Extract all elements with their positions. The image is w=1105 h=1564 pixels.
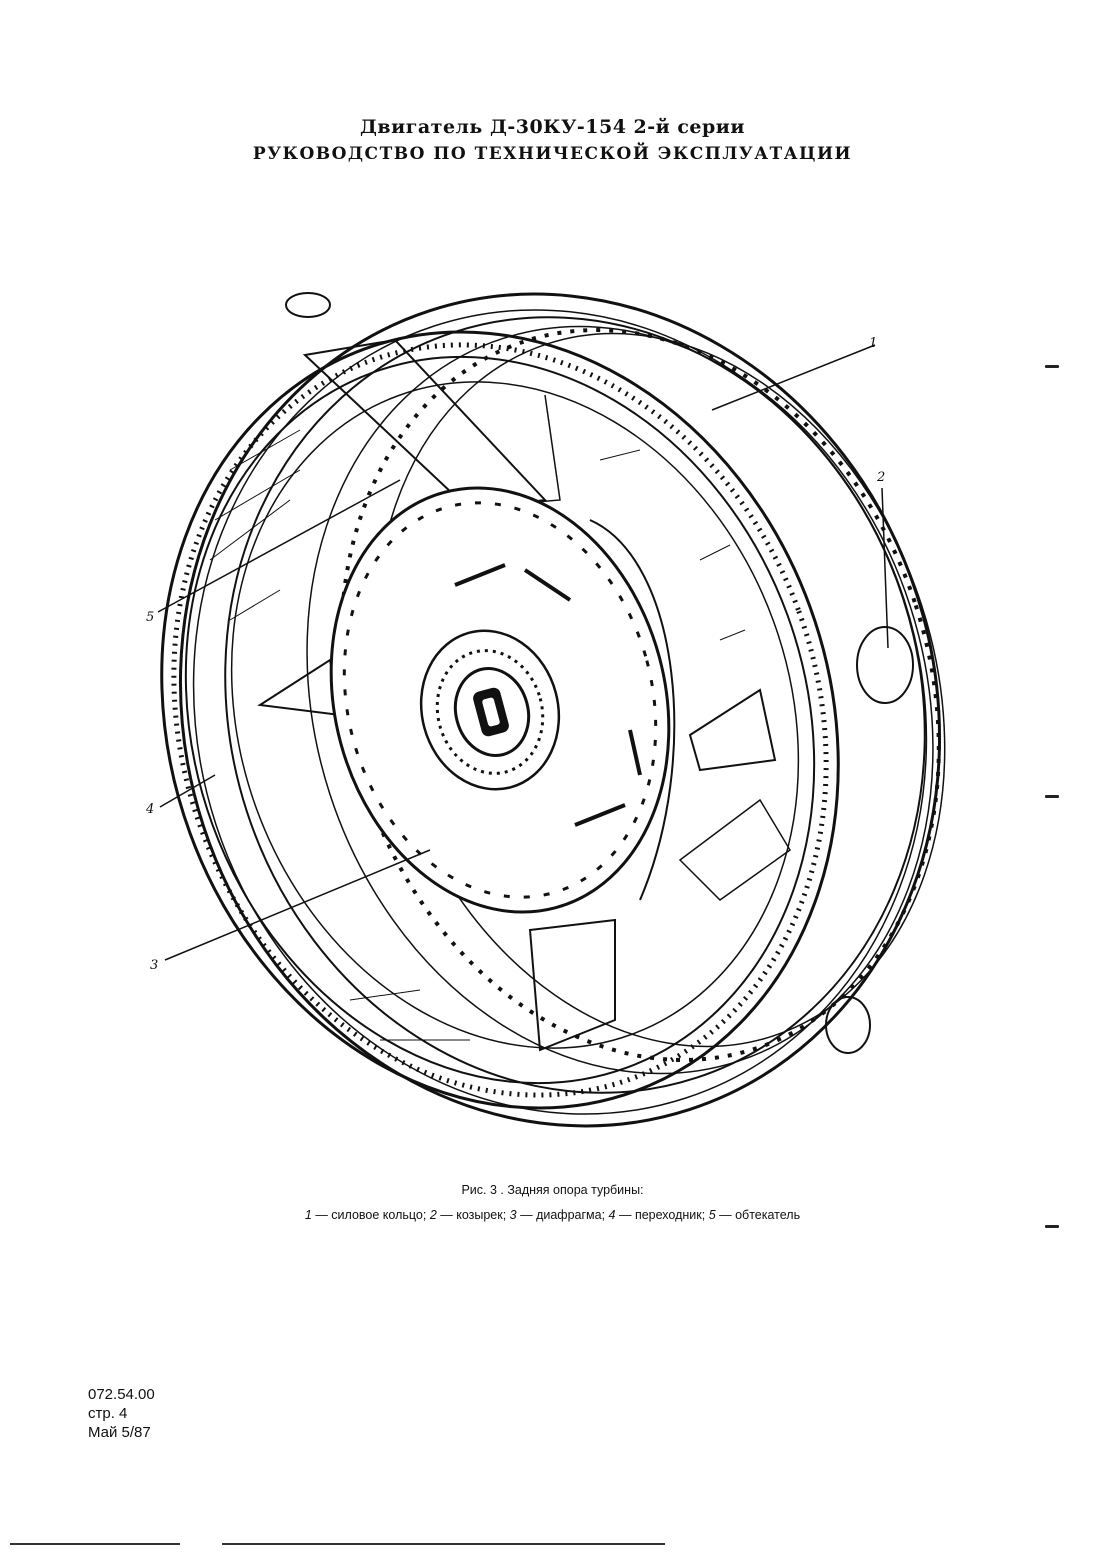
- scan-mark: [1045, 365, 1059, 368]
- legend-text: — диафрагма;: [516, 1208, 609, 1222]
- legend-num: 4: [608, 1208, 616, 1222]
- callout-5: 5: [146, 610, 155, 625]
- legend-text: — переходник;: [615, 1208, 709, 1222]
- revision-date: Май 5/87: [88, 1424, 151, 1441]
- figure-caption-title: Рис. 3 . Задняя опора турбины:: [461, 1183, 644, 1197]
- page-number: стр. 4: [88, 1405, 128, 1422]
- callout-1: 1: [869, 336, 878, 351]
- scan-mark: [1045, 1225, 1059, 1228]
- document-title: Двигатель Д-30КУ-154 2-й серии: [360, 116, 745, 138]
- legend-num: 2: [429, 1208, 437, 1222]
- legend-num: 5: [708, 1208, 716, 1222]
- callout-3: 3: [150, 958, 159, 973]
- figure-caption-legend: 1 — силовое кольцо; 2 — козырек; 3 — диа…: [0, 1208, 1105, 1222]
- legend-text: — козырек;: [436, 1208, 510, 1222]
- legend-text: — силовое кольцо;: [311, 1208, 430, 1222]
- legend-num: 3: [509, 1208, 517, 1222]
- bottom-rule-right: [222, 1543, 665, 1545]
- callout-4: 4: [146, 802, 155, 817]
- callout-2: 2: [877, 470, 886, 485]
- document-subtitle: РУКОВОДСТВО ПО ТЕХНИЧЕСКОЙ ЭКСПЛУАТАЦИИ: [252, 144, 853, 164]
- legend-text: — обтекатель: [715, 1208, 801, 1222]
- bottom-rule-left: [10, 1543, 180, 1545]
- doc-number: 072.54.00: [88, 1386, 155, 1403]
- page-footer: 072.54.00 стр. 4 Май 5/87: [88, 1385, 155, 1442]
- page-header: Двигатель Д-30КУ-154 2-й серии РУКОВОДСТ…: [0, 116, 1105, 164]
- legend-num: 1: [304, 1208, 312, 1222]
- scan-mark: [1045, 795, 1059, 798]
